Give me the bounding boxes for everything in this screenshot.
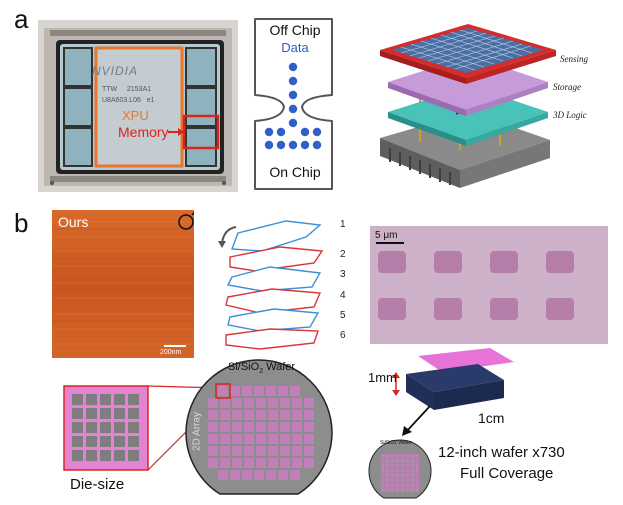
3d-stack-diagram [380,24,556,188]
wafer-title: Si/SiO2 Wafer [228,361,295,375]
bottleneck-diagram [254,18,333,190]
panel-letter-b: b [14,208,29,238]
thickness-label: 1mm [368,370,397,385]
chip-photo [38,20,238,192]
width-label: 1cm [478,410,505,426]
wafer-diagram [185,359,333,495]
chip-brand: NVIDIA [92,64,139,78]
off-chip-label: Off Chip [269,22,321,38]
storage-label: Storage [553,82,581,92]
small-wafer-label: Si/SiO2 Wafer [380,440,412,446]
wafer-title-end: Wafer [263,361,296,373]
coverage-label: Full Coverage [460,465,554,482]
rotation-arrow [221,226,237,244]
afm-highlight-circle [178,214,194,230]
3d-logic-label: 3D Logic [553,110,587,120]
layer-number-4: 4 [340,290,346,301]
wafer-title-sub: 2 [259,368,264,376]
die-size-label: Die-size [70,476,125,493]
down-arrow-icon [402,405,431,436]
xpu-label: XPU [122,108,149,123]
sensing-label: Sensing [560,54,588,64]
xpu-outline [94,46,184,168]
chip-marking-2: U8A603.L06 e1 [102,97,155,104]
micro-scale-label: 5 μm [375,230,398,241]
block-diagram [392,348,514,410]
afm-scale-label: 200nm [160,349,182,356]
ours-label: Ours [58,214,89,230]
2d-array-label: 2D Array [191,412,203,451]
wafer-title-main: Si/SiO [228,361,260,373]
layer-number-2: 2 [340,249,346,260]
chip-marking-1: TTW 2153A1 [102,86,152,93]
layer-number-6: 6 [340,330,346,341]
memory-label: Memory [118,124,169,140]
on-chip-label: On Chip [269,164,321,180]
layer-number-5: 5 [340,310,346,321]
micrograph [370,226,608,344]
layer-number-1: 1 [340,219,346,230]
layer-stack-diagram [218,220,324,350]
die-size-zoom [63,385,221,471]
data-label: Data [281,40,309,55]
wafer-count-label: 12-inch wafer x730 [438,444,565,461]
small-wafer [368,439,432,499]
panel-letter-a: a [14,4,29,34]
layer-number-3: 3 [340,269,346,280]
afm-image [52,210,194,358]
